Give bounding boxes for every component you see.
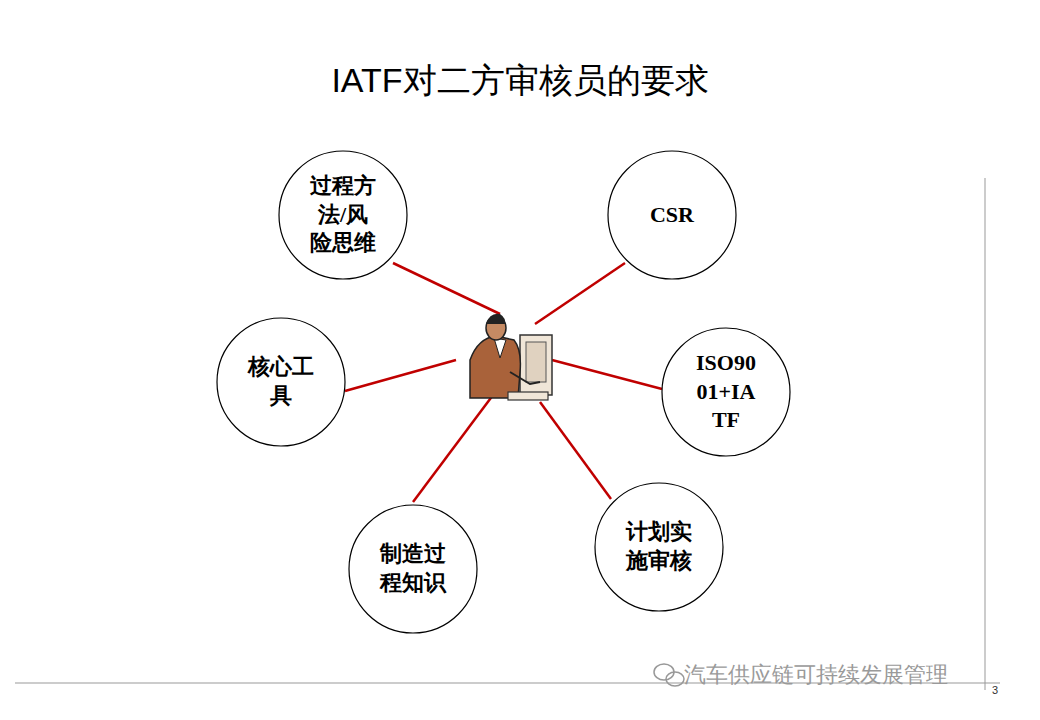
topic-circle: ISO9001+IATF xyxy=(661,327,791,457)
topic-text: CSR xyxy=(637,201,707,230)
topic-circle: 核心工具 xyxy=(216,317,346,447)
topic-circle: 过程方法/风险思维 xyxy=(278,150,408,280)
topic-circle: CSR xyxy=(607,150,737,280)
circle-outline xyxy=(216,317,346,447)
frame-line xyxy=(985,178,986,690)
topic-text: 过程方法/风险思维 xyxy=(308,172,378,258)
wechat-icon xyxy=(654,664,684,686)
circle-outline xyxy=(348,504,478,634)
page-number: 3 xyxy=(992,684,998,696)
topic-text: ISO9001+IATF xyxy=(693,349,759,435)
topic-circle: 制造过程知识 xyxy=(348,504,478,634)
topic-text: 制造过程知识 xyxy=(378,540,448,597)
topic-text: 计划实施审核 xyxy=(624,518,694,575)
watermark: 汽车供应链可持续发展管理 xyxy=(684,660,948,690)
leader-lines xyxy=(345,263,662,502)
topic-text: 核心工具 xyxy=(246,353,316,410)
topic-circle: 计划实施审核 xyxy=(594,482,724,612)
circle-outline xyxy=(594,482,724,612)
title: IATF对二方审核员的要求 xyxy=(0,58,1040,104)
person-at-computer xyxy=(470,314,552,400)
